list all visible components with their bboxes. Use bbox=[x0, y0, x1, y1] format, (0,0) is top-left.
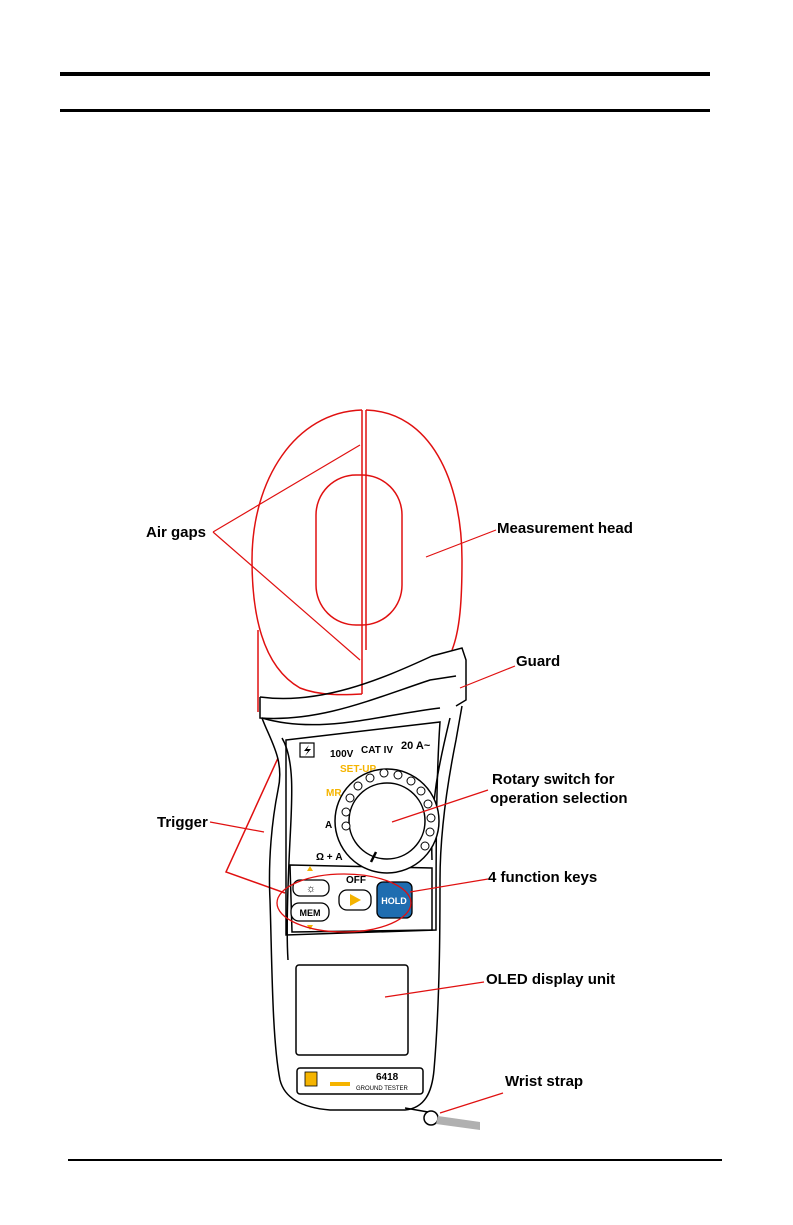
dial-a-label: A bbox=[325, 820, 332, 831]
dial-ohm-a-label: Ω + A bbox=[316, 852, 343, 863]
callout-measurement-head: Measurement head bbox=[497, 520, 633, 537]
model-name: GROUND TESTER bbox=[356, 1086, 409, 1092]
callout-air-gaps: Air gaps bbox=[146, 524, 206, 541]
callout-rotary-switch-line1: Rotary switch for bbox=[492, 771, 615, 788]
callout-rotary-switch-line2: operation selection bbox=[490, 790, 628, 807]
callout-wrist-strap: Wrist strap bbox=[505, 1073, 583, 1090]
backlight-key[interactable]: ☼ bbox=[293, 866, 329, 896]
voltage-warning-icon bbox=[300, 743, 314, 757]
nameplate: 6418 GROUND TESTER bbox=[305, 1072, 409, 1092]
callout-guard: Guard bbox=[516, 653, 560, 670]
play-key[interactable] bbox=[339, 890, 371, 910]
rating-current: 20 A~ bbox=[401, 740, 431, 752]
device-body bbox=[260, 648, 466, 1125]
up-arrow-icon bbox=[307, 866, 313, 871]
rotary-switch[interactable] bbox=[335, 769, 439, 873]
callout-trigger: Trigger bbox=[157, 814, 208, 831]
rating-category: CAT IV bbox=[361, 745, 393, 756]
measurement-head bbox=[252, 410, 462, 712]
rating-voltage: 100V bbox=[330, 749, 354, 760]
trigger bbox=[226, 758, 285, 893]
wrist-strap bbox=[436, 1116, 480, 1130]
svg-text:MEM: MEM bbox=[300, 908, 321, 918]
mem-key[interactable]: MEM bbox=[291, 903, 329, 930]
off-label: OFF bbox=[346, 875, 366, 886]
svg-text:HOLD: HOLD bbox=[381, 896, 407, 906]
callout-oled-display: OLED display unit bbox=[486, 971, 615, 988]
model-number: 6418 bbox=[376, 1072, 399, 1083]
callout-function-keys: 4 function keys bbox=[488, 869, 597, 886]
footer-rule bbox=[68, 1159, 722, 1161]
sun-icon: ☼ bbox=[306, 883, 316, 895]
